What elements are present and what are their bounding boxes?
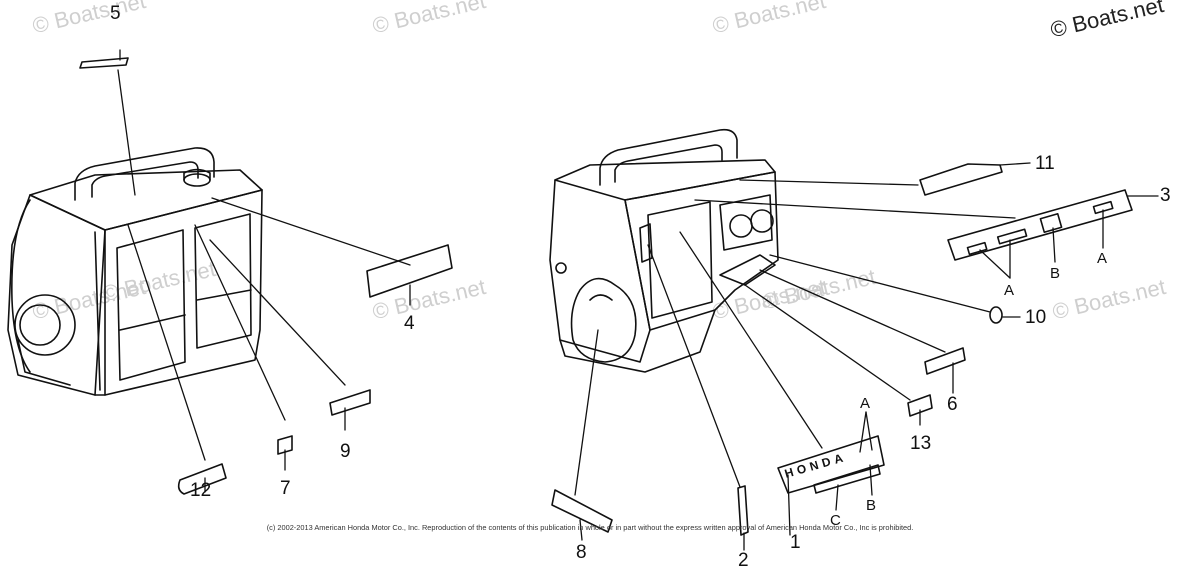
decal-9 <box>329 389 371 416</box>
decal-7 <box>277 435 293 455</box>
callout-2: 2 <box>738 550 749 571</box>
callout-6: 6 <box>947 394 958 415</box>
callout-7: 7 <box>280 478 291 499</box>
generator-left-drawing <box>7 147 263 396</box>
callout-8: 8 <box>576 542 587 563</box>
generator-right-drawing <box>549 128 779 373</box>
decal-12 <box>177 463 227 495</box>
decal-10 <box>989 306 1003 324</box>
callout-10: 10 <box>1025 307 1047 328</box>
emblem-brand-text: HONDA <box>783 450 848 481</box>
decal-2 <box>737 485 749 536</box>
callout-3: 3 <box>1160 185 1171 206</box>
decal-1 <box>777 435 885 494</box>
decal-6 <box>924 347 966 375</box>
label-b: B <box>1050 265 1061 282</box>
label-c: C <box>830 512 841 529</box>
label-a: A <box>860 395 871 412</box>
callout-5: 5 <box>110 3 121 24</box>
leader-lines <box>117 49 1159 551</box>
label-a: A <box>1097 250 1108 267</box>
callout-11: 11 <box>1035 153 1055 174</box>
callout-1: 1 <box>790 532 801 553</box>
decal-13 <box>907 394 933 417</box>
copyright-notice: (c) 2002-2013 American Honda Motor Co., … <box>266 523 914 532</box>
callout-12: 12 <box>190 480 212 501</box>
callout-4: 4 <box>404 313 415 334</box>
decal-11 <box>919 163 1003 196</box>
decals <box>79 57 1133 536</box>
decal-4 <box>366 244 453 298</box>
decal-8 <box>551 489 613 533</box>
decal-3 <box>947 189 1133 261</box>
label-b: B <box>866 497 877 514</box>
callout-9: 9 <box>340 441 351 462</box>
decal-5 <box>79 57 129 69</box>
callout-13: 13 <box>910 433 932 454</box>
label-a: A <box>1004 282 1015 299</box>
